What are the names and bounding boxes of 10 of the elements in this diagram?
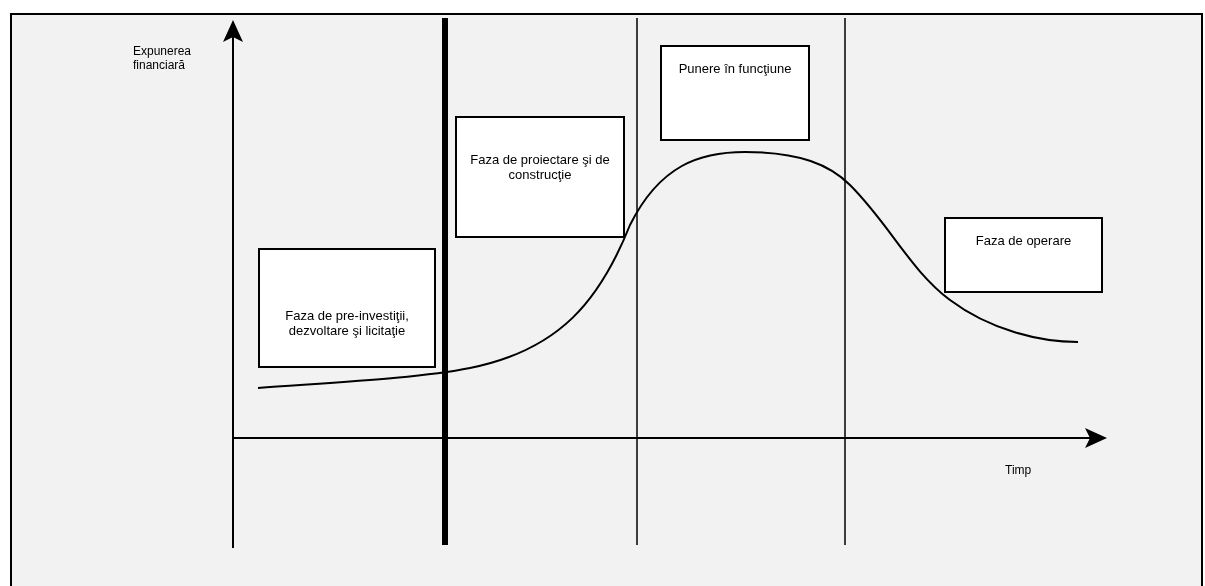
x-axis-title: Timp [1005, 463, 1033, 477]
y-axis-title: Expunerea financiară [133, 44, 193, 72]
phase-title: Faza de operare [975, 233, 1072, 248]
phase-title: Punere în funcţiune [678, 61, 792, 76]
phase-title: Faza de pre-investiţii, dezvoltare şi licitaţie [284, 308, 410, 338]
phase-box [455, 116, 625, 238]
phase-box [944, 217, 1103, 293]
phase-box [258, 248, 436, 368]
phase-box [660, 45, 810, 141]
phase-title: Faza de proiectare şi de construcţie [469, 152, 611, 182]
